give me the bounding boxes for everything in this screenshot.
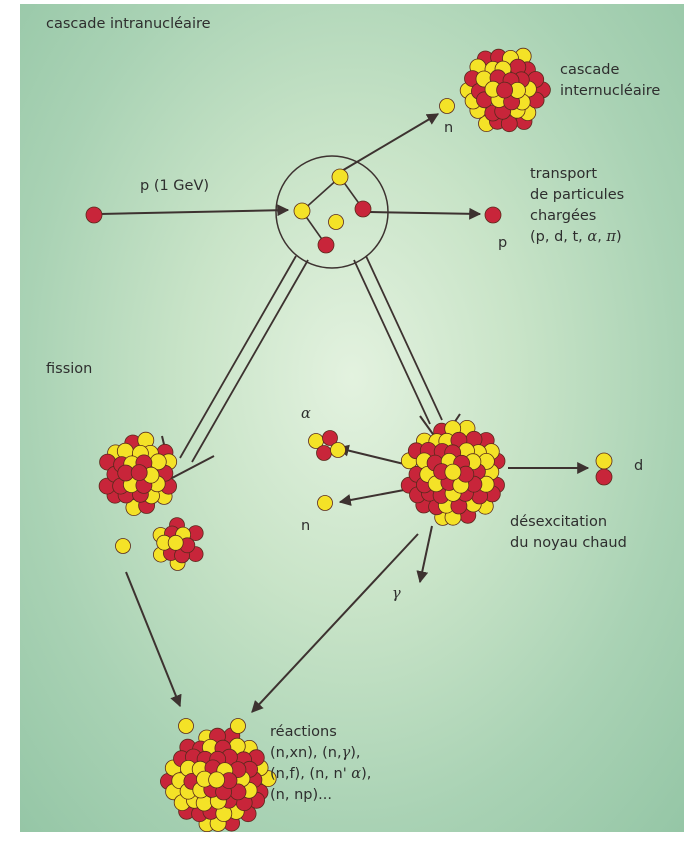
neutron-top-label: n (444, 118, 453, 139)
alpha-symbol: α (587, 229, 597, 245)
transport-line2: de particules (530, 185, 624, 206)
alpha-particle-ball-3 (317, 446, 332, 461)
deuteron-ball-2 (596, 469, 612, 485)
reactions-label: réactions (n,xn), (n,γ), (n,f), (n, n' α… (270, 722, 371, 806)
neutron-ball-mid (318, 496, 333, 511)
diagram-panel: cascade intranucléaire cascade internucl… (20, 4, 684, 832)
proton-out-label: p (498, 233, 507, 254)
collision-proton-a (355, 201, 371, 217)
nucleus-cascade-internucleaire (460, 48, 550, 132)
collision-neutron-b (332, 169, 348, 185)
diagram-canvas (20, 4, 684, 832)
arrow-to-alpha (338, 448, 404, 464)
nucleus-hot (401, 420, 505, 525)
arrow-to-n (340, 490, 404, 502)
desexcitation-line1: désexcitation (510, 512, 627, 533)
reactions-line2: (n,f), (n, n' α), (270, 764, 371, 785)
double-arrow-right-line2 (366, 256, 442, 420)
arrows-layer (100, 114, 588, 712)
gamma-label: γ (392, 584, 401, 605)
transport-line1: transport (530, 164, 624, 185)
neutron-ball (209, 772, 225, 788)
cascade-internucleaire-line1: cascade (560, 60, 660, 81)
alpha-label: α (301, 404, 311, 425)
transport-label: transport de particules chargées (p, d, … (530, 164, 624, 248)
neutron-ball (445, 464, 461, 480)
arrow-neutron-to-cascade (340, 114, 438, 172)
fission-neutron-ball (116, 539, 131, 554)
reactions-line1: (n,xn), (n,γ), (270, 743, 371, 764)
collision-proton-b (318, 237, 334, 253)
alpha-particle-ball-4 (331, 443, 346, 458)
nucleus-fission-fragment-small (153, 518, 203, 571)
neutron-mid-label: n (301, 516, 310, 537)
collision-neutron-a (294, 203, 310, 219)
transport-line4: (p, d, t, α, π) (530, 227, 624, 248)
pi-symbol: π (606, 229, 616, 245)
arrow-proton-out (370, 212, 480, 214)
arrow-incident-proton (100, 210, 288, 214)
double-arrow-left-line2 (192, 260, 308, 462)
incident-proton-ball (86, 207, 102, 223)
nucleus-reactions (160, 728, 276, 832)
double-arrow-left-line1 (180, 256, 296, 458)
arrow-fission-to-reactions (126, 572, 180, 706)
proton-ball (497, 82, 513, 98)
desexcitation-line2: du noyau chaud (510, 533, 627, 554)
alpha-symbol: α (351, 766, 361, 782)
nucleus-fission-fragment-large (99, 432, 177, 515)
reactions-line0: réactions (270, 722, 371, 743)
fission-label: fission (46, 359, 92, 380)
collision-tracks (302, 177, 363, 245)
cascade-internucleaire-line2: internucléaire (560, 81, 660, 102)
title-label: cascade intranucléaire (46, 14, 211, 35)
collision-neutron-c (329, 215, 344, 230)
deuteron-ball-1 (596, 453, 612, 469)
reactions-neutron-ball-2 (231, 719, 246, 734)
neutron-ball-top (440, 99, 455, 114)
arrow-to-gamma (420, 526, 432, 582)
reactions-neutron-ball-1 (179, 719, 194, 734)
outgoing-proton-ball (485, 207, 501, 223)
transport-line3: chargées (530, 206, 624, 227)
neutron-ball (168, 535, 183, 550)
incident-proton-label: p (1 GeV) (140, 176, 209, 197)
deuteron-label: d (634, 456, 643, 477)
proton-ball (131, 465, 147, 481)
double-arrow-right-line1 (354, 260, 430, 424)
desexcitation-label: désexcitation du noyau chaud (510, 512, 627, 554)
gamma-symbol: γ (342, 745, 351, 761)
cascade-internucleaire-label: cascade internucléaire (560, 60, 660, 102)
reactions-line3: (n, np)... (270, 785, 371, 806)
arrow-desexcitation-to-reactions (252, 534, 418, 712)
